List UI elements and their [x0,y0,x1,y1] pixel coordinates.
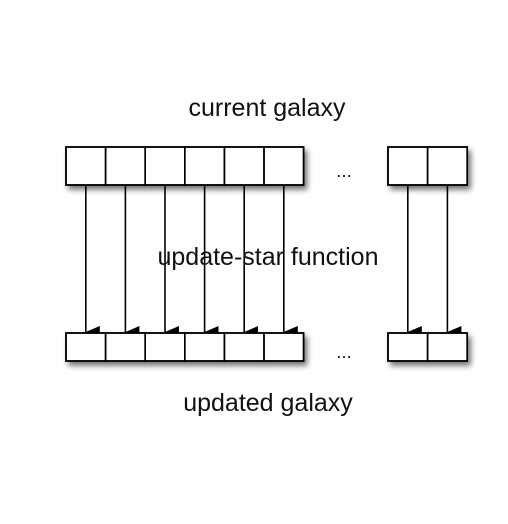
update-arrows [85,185,462,338]
current-galaxy-cell [426,146,469,186]
updated-galaxy-cell [426,332,469,362]
ellipsis-top: ... [336,161,351,181]
updated-galaxy-array [65,332,469,362]
ellipsis-bottom: ... [336,342,351,362]
updated-galaxy-label: updated galaxy [183,389,353,417]
update-star-function-label: update-star function [158,243,379,271]
current-galaxy-cell [263,146,305,186]
updated-galaxy-cell [263,332,305,362]
current-galaxy-label: current galaxy [188,94,346,122]
current-galaxy-array [65,146,469,186]
